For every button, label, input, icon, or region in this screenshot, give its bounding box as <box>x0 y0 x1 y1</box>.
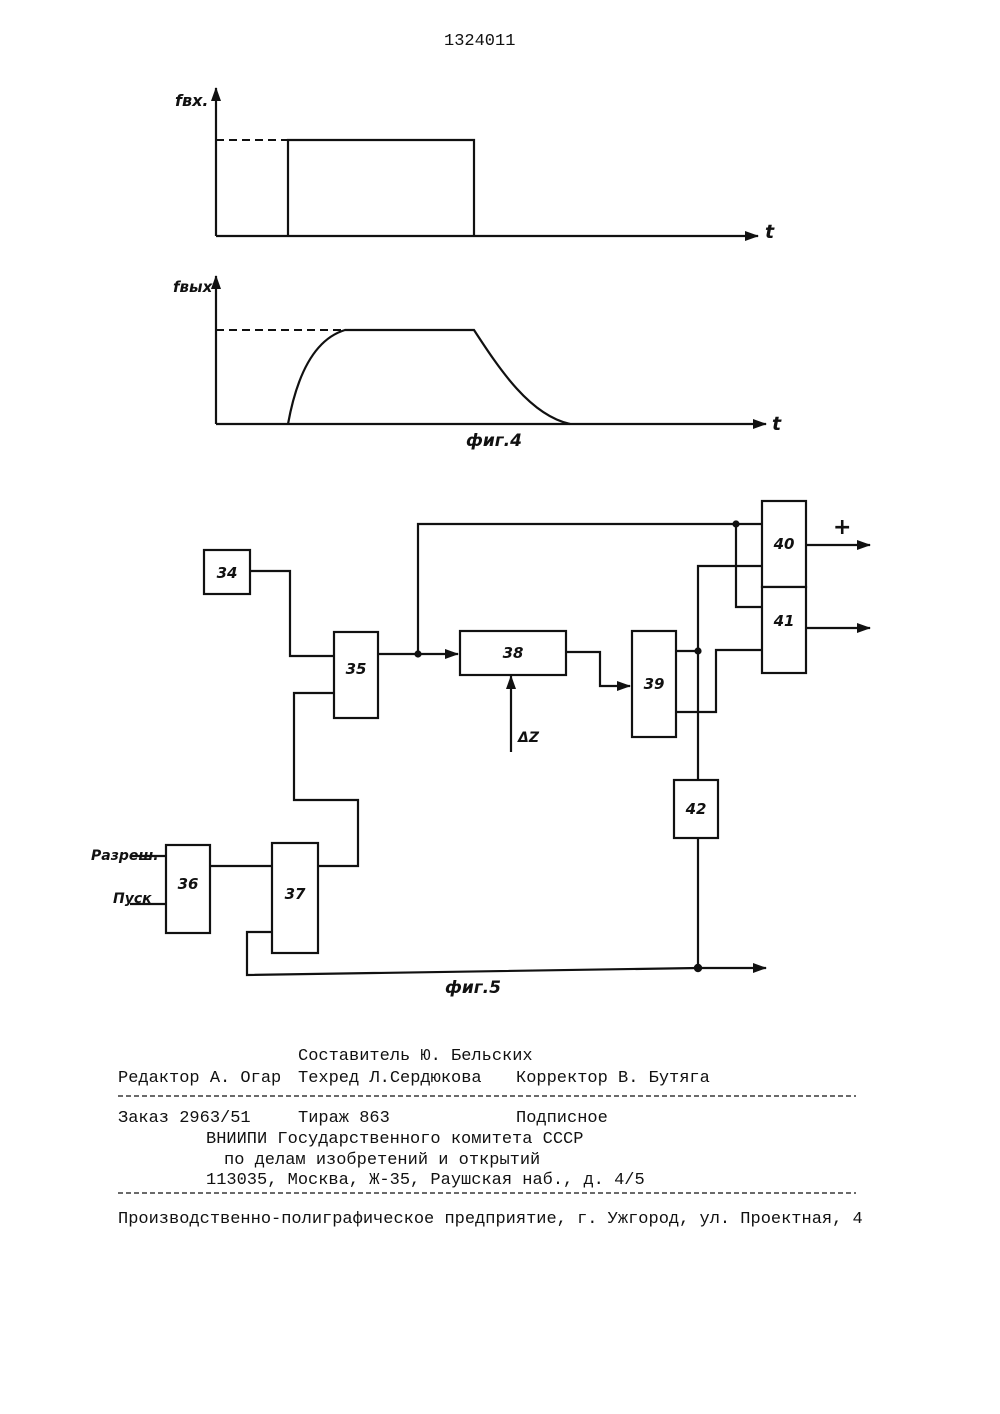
bottom-t-label: t <box>772 413 782 435</box>
junction-dot <box>732 520 739 527</box>
org-line-1: ВНИИПИ Государственного комитета СССР <box>206 1131 583 1148</box>
top-t-label: t <box>765 221 775 243</box>
fig4-output-plot: fвых t фиг.4 <box>173 276 782 451</box>
bottom-axis-label: fвых <box>173 278 214 296</box>
junction-dot <box>414 650 421 657</box>
block-42-label: 42 <box>685 800 707 818</box>
plus-label: + <box>833 515 851 540</box>
techred-line: Техред Л.Сердюкова <box>298 1070 482 1087</box>
block-39-label: 39 <box>644 675 665 693</box>
wire-39-41 <box>676 650 762 712</box>
junction-dot <box>694 647 701 654</box>
pusk-label: Пуск <box>113 891 152 907</box>
block-37-label: 37 <box>285 885 306 903</box>
printer-line: Производственно-полиграфическое предприя… <box>118 1211 863 1228</box>
org-line-3: 113035, Москва, Ж-35, Раушская наб., д. … <box>206 1172 645 1189</box>
junction-dot <box>694 964 702 972</box>
top-axis-label: fвх. <box>175 91 208 110</box>
block-41-label: 41 <box>773 612 795 630</box>
wire-38-39 <box>566 652 630 686</box>
fig5-block-diagram: 34 35 36 37 38 39 40 41 42 Разреш. Пуск … <box>91 501 870 998</box>
editor-line: Редактор А. Огар <box>118 1070 281 1087</box>
input-pulse <box>288 140 474 236</box>
corrector-line: Корректор В. Бутяга <box>516 1070 710 1087</box>
fig4-caption: фиг.4 <box>466 431 522 451</box>
fig5-caption: фиг.5 <box>445 978 501 998</box>
block-34-label: 34 <box>217 564 238 582</box>
compiler-line: Составитель Ю. Бельских <box>298 1048 533 1065</box>
fig4-input-plot: fвх. t <box>175 88 775 243</box>
block-41 <box>762 587 806 673</box>
razresh-label: Разреш. <box>91 848 159 864</box>
block-35-label: 35 <box>346 660 367 678</box>
org-line-2: по делам изобретений и открытий <box>224 1152 540 1169</box>
order-line: Заказ 2963/51 <box>118 1110 251 1127</box>
block-36-label: 36 <box>178 875 199 893</box>
subscription-line: Подписное <box>516 1110 608 1127</box>
circulation-line: Тираж 863 <box>298 1110 390 1127</box>
block-38-label: 38 <box>503 644 524 662</box>
delta-z-label: ΔZ <box>517 730 540 746</box>
block-40-label: 40 <box>773 535 795 553</box>
wire-34-35 <box>250 571 334 656</box>
output-curve <box>288 330 570 424</box>
wire-39-42 <box>676 651 698 780</box>
wire-39-40 <box>698 566 762 651</box>
